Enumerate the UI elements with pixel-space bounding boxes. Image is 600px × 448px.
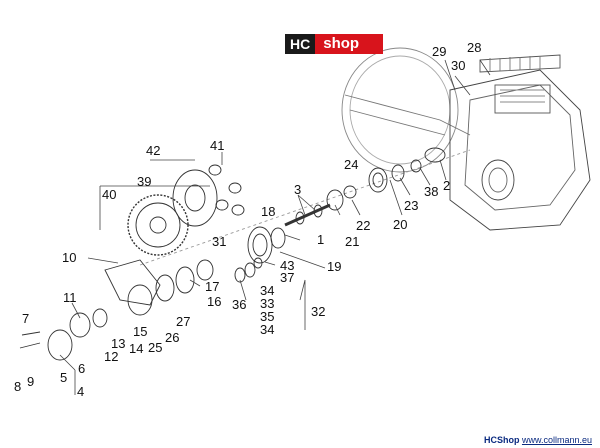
callout-8: 8 [14, 379, 21, 394]
callout-1: 1 [317, 232, 324, 247]
callout-34-upper: 34 [260, 283, 274, 298]
callout-15: 15 [133, 324, 147, 339]
callout-36: 36 [232, 297, 246, 312]
callout-29: 29 [432, 44, 446, 59]
callout-40: 40 [102, 187, 116, 202]
callout-labels: 1 2 3 4 5 6 7 8 9 10 11 12 13 14 15 16 1… [14, 40, 481, 399]
footer-brand: HCShop [483, 435, 520, 445]
hcshop-logo: HC shop [285, 34, 383, 54]
callout-13: 13 [111, 336, 125, 351]
callout-11: 11 [63, 290, 77, 305]
callout-5: 5 [60, 370, 67, 385]
leader-lines [59, 59, 491, 395]
callout-43: 43 [280, 258, 294, 273]
callout-23: 23 [404, 198, 418, 213]
callout-3: 3 [294, 182, 301, 197]
callout-24: 24 [344, 157, 358, 172]
callout-37: 37 [280, 270, 294, 285]
callout-16: 16 [207, 294, 221, 309]
callout-9: 9 [27, 374, 34, 389]
callout-19: 19 [327, 259, 341, 274]
callout-38: 38 [424, 184, 438, 199]
callout-39: 39 [137, 174, 151, 189]
callout-22: 22 [356, 218, 370, 233]
footer-url[interactable]: www.collmann.eu [521, 435, 592, 445]
callout-31: 31 [212, 234, 226, 249]
callout-32: 32 [311, 304, 325, 319]
footer-credit: HCShop www.collmann.eu [484, 435, 592, 445]
callout-18: 18 [261, 204, 275, 219]
callout-41: 41 [210, 138, 224, 153]
callout-28: 28 [467, 40, 481, 55]
logo-shop-text: shop [315, 34, 383, 54]
logo-hc-text: HC [285, 34, 316, 54]
callout-4: 4 [77, 384, 84, 399]
engine-block-drawing [19, 47, 591, 361]
callout-12: 12 [104, 349, 118, 364]
callout-27: 27 [176, 314, 190, 329]
callout-7: 7 [22, 311, 29, 326]
callout-6: 6 [78, 361, 85, 376]
callout-34-lower: 34 [260, 322, 274, 337]
callout-35: 35 [260, 309, 274, 324]
callout-25: 25 [148, 340, 162, 355]
callout-20: 20 [393, 217, 407, 232]
callout-26: 26 [165, 330, 179, 345]
callout-10: 10 [62, 250, 76, 265]
callout-2: 2 [443, 178, 450, 193]
callout-30: 30 [451, 58, 465, 73]
callout-42: 42 [146, 143, 160, 158]
callout-14: 14 [129, 341, 143, 356]
callout-21: 21 [345, 234, 359, 249]
callout-17: 17 [205, 279, 219, 294]
callout-33: 33 [260, 296, 274, 311]
